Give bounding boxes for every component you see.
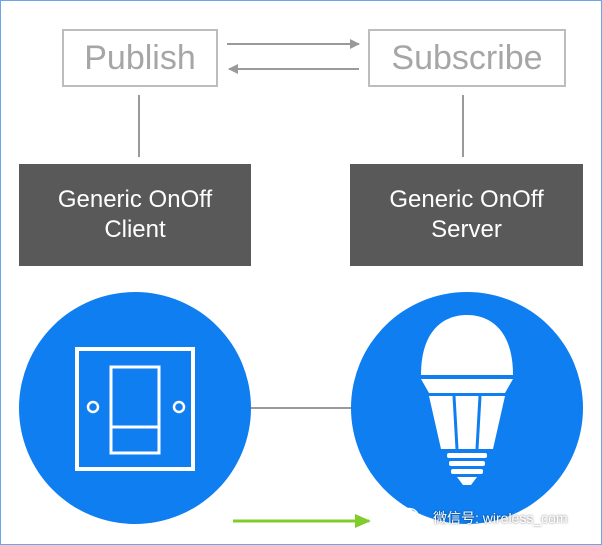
client-model-line1: Generic OnOff — [57, 186, 213, 213]
subscribe-label: Subscribe — [391, 38, 543, 77]
client-model-line2: Client — [104, 216, 166, 243]
server-model-line2: Server — [431, 216, 502, 243]
wechat-icon — [399, 507, 425, 528]
light-bulb-icon — [421, 315, 513, 485]
switch-circle — [19, 292, 251, 524]
server-model-line1: Generic OnOff — [389, 186, 544, 213]
watermark-text: 微信号: wireless_com — [433, 510, 568, 526]
publish-box: Publish — [62, 29, 218, 87]
publish-label: Publish — [84, 38, 196, 77]
light-switch-icon — [75, 347, 195, 471]
subscribe-box: Subscribe — [368, 29, 566, 87]
server-model-box: Generic OnOff Server — [350, 164, 583, 266]
watermark: 微信号: wireless_com — [399, 504, 568, 532]
client-model-box: Generic OnOff Client — [19, 164, 251, 266]
